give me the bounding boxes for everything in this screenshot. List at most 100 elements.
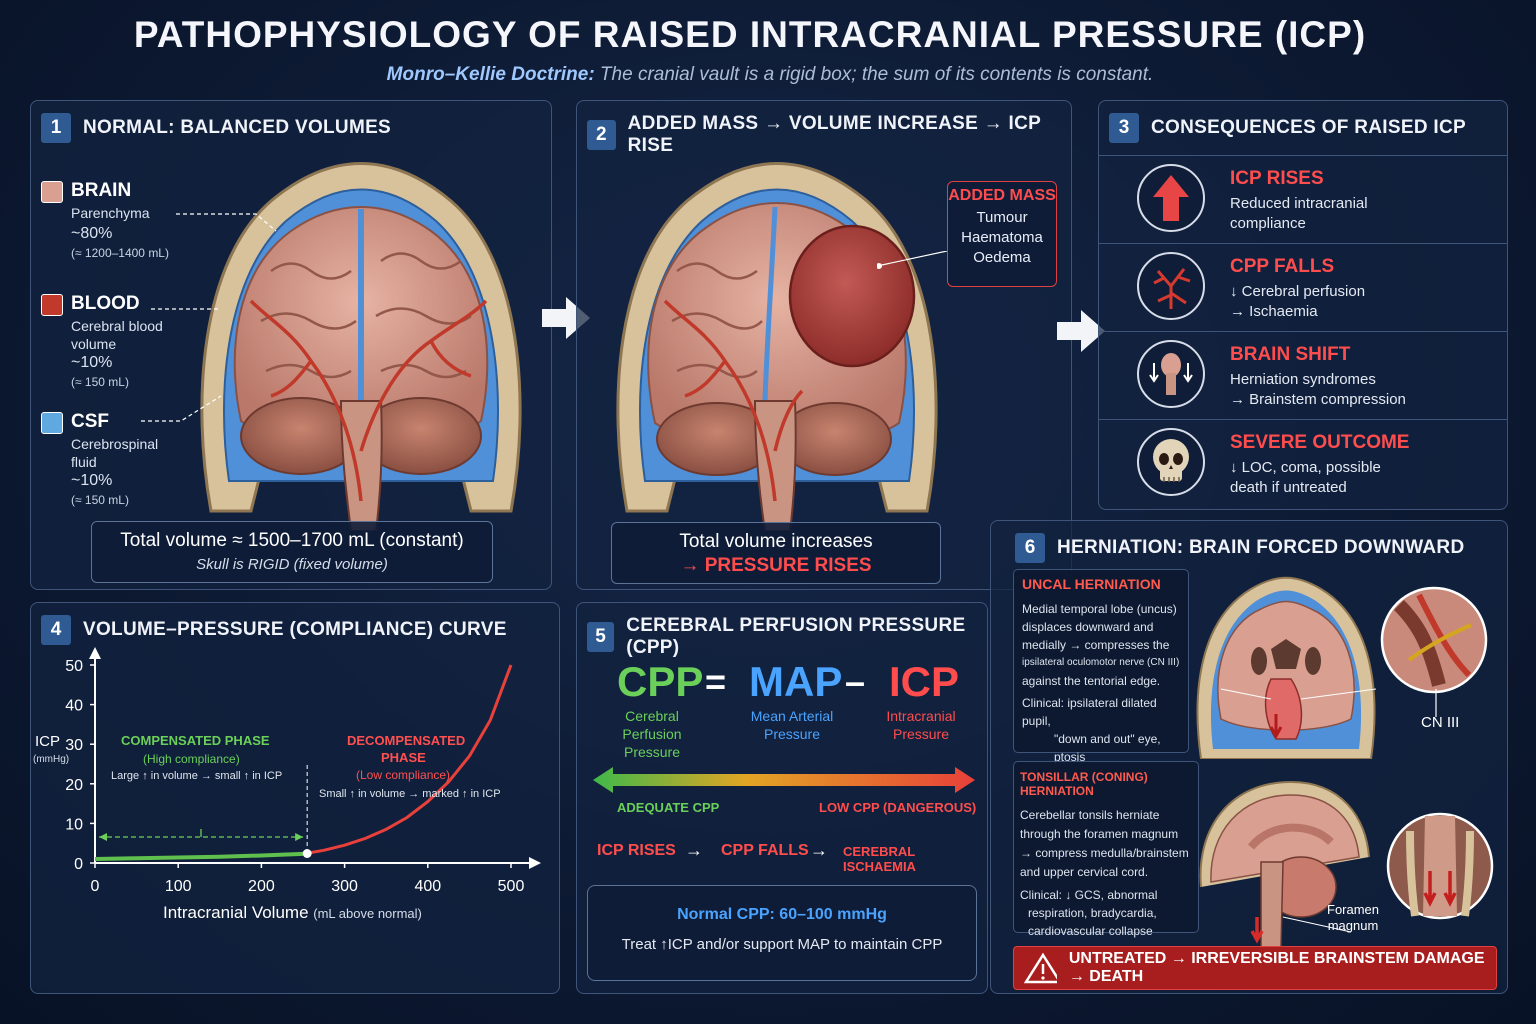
bracket-arrow-left (99, 833, 107, 841)
vessels-icon (1137, 252, 1205, 320)
minus-sign: – (845, 661, 866, 702)
panel-6-header: 6 HERNIATION: BRAIN FORCED DOWNWARD (1015, 533, 1464, 563)
decompensated-title-2: PHASE (381, 750, 426, 765)
skull-rigid-note: Skull is RIGID (fixed volume) (196, 556, 388, 573)
csf-leader-line (141, 395, 222, 422)
uncal-clinical: Clinical: ipsilateral dilated pupil,"dow… (1022, 696, 1161, 764)
blood-swatch (41, 294, 63, 316)
consequence-title: SEVERE OUTCOME (1230, 432, 1410, 453)
panel-number: 2 (587, 120, 616, 150)
panel-compliance-curve: 4 VOLUME–PRESSURE (COMPLIANCE) CURVE 0 10… (30, 602, 560, 994)
blood-desc-2: volume (71, 336, 117, 352)
low-cpp-label: LOW CPP (DANGEROUS) (819, 800, 977, 815)
brain-pct: ~80% (71, 225, 113, 242)
x-axis-arrowhead (529, 857, 541, 869)
x-tick-label: 400 (414, 878, 441, 895)
bracket-arrow-right (295, 833, 304, 841)
x-tick-label: 200 (248, 878, 275, 895)
x-tick-label: 300 (331, 878, 358, 895)
pressure-rises-text: → PRESSURE RISES (680, 555, 872, 576)
panel-4-header: 4 VOLUME–PRESSURE (COMPLIANCE) CURVE (41, 615, 507, 645)
tonsillar-brain-illustration (1199, 780, 1370, 947)
subtitle-doctrine: Monro–Kellie Doctrine: (386, 64, 595, 85)
chain-icp-rises: ICP RISES (597, 842, 676, 859)
foramen-magnifier (1386, 812, 1494, 920)
uncal-brain-illustration (1196, 576, 1377, 759)
blood-label: BLOOD (71, 293, 140, 314)
mass-item-haematoma: Haematoma (961, 229, 1043, 246)
y-tick-label: 20 (65, 777, 83, 794)
chain-ischaemia: CEREBRAL ISCHAEMIA (843, 844, 916, 874)
consequence-title: BRAIN SHIFT (1230, 344, 1351, 365)
brain-label: BRAIN (71, 180, 132, 201)
pressure-rises-box: Total volume increases → PRESSURE RISES (611, 522, 941, 584)
uncal-herniation-box: UNCAL HERNIATION Medial temporal lobe (u… (1013, 569, 1189, 764)
mass-item-tumour: Tumour (976, 209, 1028, 226)
brain-swatch (41, 181, 63, 203)
normal-brain-illustration (200, 162, 522, 531)
normal-cpp-box: Normal CPP: 60–100 mmHg Treat ↑ICP and/o… (587, 885, 977, 981)
panel-number: 6 (1015, 533, 1045, 563)
panel-title: VOLUME–PRESSURE (COMPLIANCE) CURVE (83, 619, 507, 640)
panel-5-header: 5 CEREBRAL PERFUSION PRESSURE (CPP) (587, 615, 987, 659)
normal-cpp-range: Normal CPP: 60–100 mmHg (677, 906, 887, 923)
cpp-gradient-arrow (593, 767, 975, 793)
blood-vol: (≈ 150 mL) (71, 375, 129, 389)
page-subtitle: Monro–Kellie Doctrine: The cranial vault… (0, 64, 1536, 86)
y-tick-label: 40 (65, 698, 83, 715)
csf-vol: (≈ 150 mL) (71, 493, 129, 507)
y-axis-unit: (mmHg) (33, 754, 70, 765)
breakpoint-marker (302, 848, 312, 858)
panel-title: HERNIATION: BRAIN FORCED DOWNWARD (1057, 537, 1465, 558)
compensated-sub: (High compliance) (143, 752, 240, 766)
decompensated-sub: (Low compliance) (356, 768, 451, 782)
fatal-warning-banner: UNTREATED → IRREVERSIBLE BRAINSTEM DAMAG… (1013, 946, 1497, 990)
y-axis-arrowhead (89, 647, 101, 659)
added-mass-box: ADDED MASS Tumour Haematoma Oedema (947, 181, 1057, 287)
y-axis-label: ICP (35, 733, 61, 750)
csf-swatch (41, 412, 63, 434)
csf-desc-2: fluid (71, 454, 97, 470)
panel-consequences: 3 CONSEQUENCES OF RAISED ICP ICP RISES R… (1098, 100, 1508, 510)
panel-number: 3 (1109, 113, 1139, 143)
skull-icon (1137, 428, 1205, 496)
cn3-leader (1435, 689, 1437, 717)
total-volume-box: Total volume ≈ 1500–1700 mL (constant) S… (91, 521, 493, 583)
panel-title: NORMAL: BALANCED VOLUMES (83, 117, 392, 138)
warning-icon (1024, 952, 1057, 984)
y-tick-label: 0 (74, 856, 83, 873)
icp-term: ICP (889, 658, 960, 705)
treatment-note: Treat ↑ICP and/or support MAP to maintai… (621, 936, 943, 953)
mass-item-oedema: Oedema (973, 249, 1031, 266)
y-tick-label: 50 (65, 658, 83, 675)
total-volume-text: Total volume ≈ 1500–1700 mL (constant) (120, 530, 464, 551)
y-tick-label: 10 (65, 816, 83, 833)
added-mass-title: ADDED MASS (948, 187, 1056, 204)
compensated-curve (94, 851, 304, 861)
panel-normal: 1 NORMAL: BALANCED VOLUMES BRAIN Parench… (30, 100, 552, 590)
chain-arrow-2: → (810, 840, 828, 860)
consequence-text: ↓ Cerebral perfusion→ Ischaemia (1230, 283, 1366, 320)
blood-desc-1: Cerebral blood (71, 318, 163, 334)
warning-text: UNTREATED → IRREVERSIBLE BRAINSTEM DAMAG… (1068, 950, 1485, 985)
x-tick-label: 500 (498, 878, 525, 895)
panel-number: 4 (41, 615, 71, 645)
tonsillar-herniation-box: TONSILLAR (CONING) HERNIATION Cerebellar… (1013, 761, 1199, 938)
mass-brain-illustration (616, 162, 938, 531)
adequate-cpp-label: ADEQUATE CPP (617, 800, 720, 815)
panel-1-header: 1 NORMAL: BALANCED VOLUMES (41, 113, 391, 143)
decompensated-note: Small ↑ in volume → marked ↑ in ICP (319, 788, 501, 800)
panel-title: CONSEQUENCES OF RAISED ICP (1151, 117, 1467, 138)
panel-3-header: 3 CONSEQUENCES OF RAISED ICP (1109, 113, 1466, 143)
brain-vol: (≈ 1200–1400 mL) (71, 246, 169, 260)
panel-number: 1 (41, 113, 71, 143)
subtitle-text: The cranial vault is a rigid box; the su… (594, 64, 1154, 85)
compensated-title: COMPENSATED PHASE (121, 733, 270, 748)
